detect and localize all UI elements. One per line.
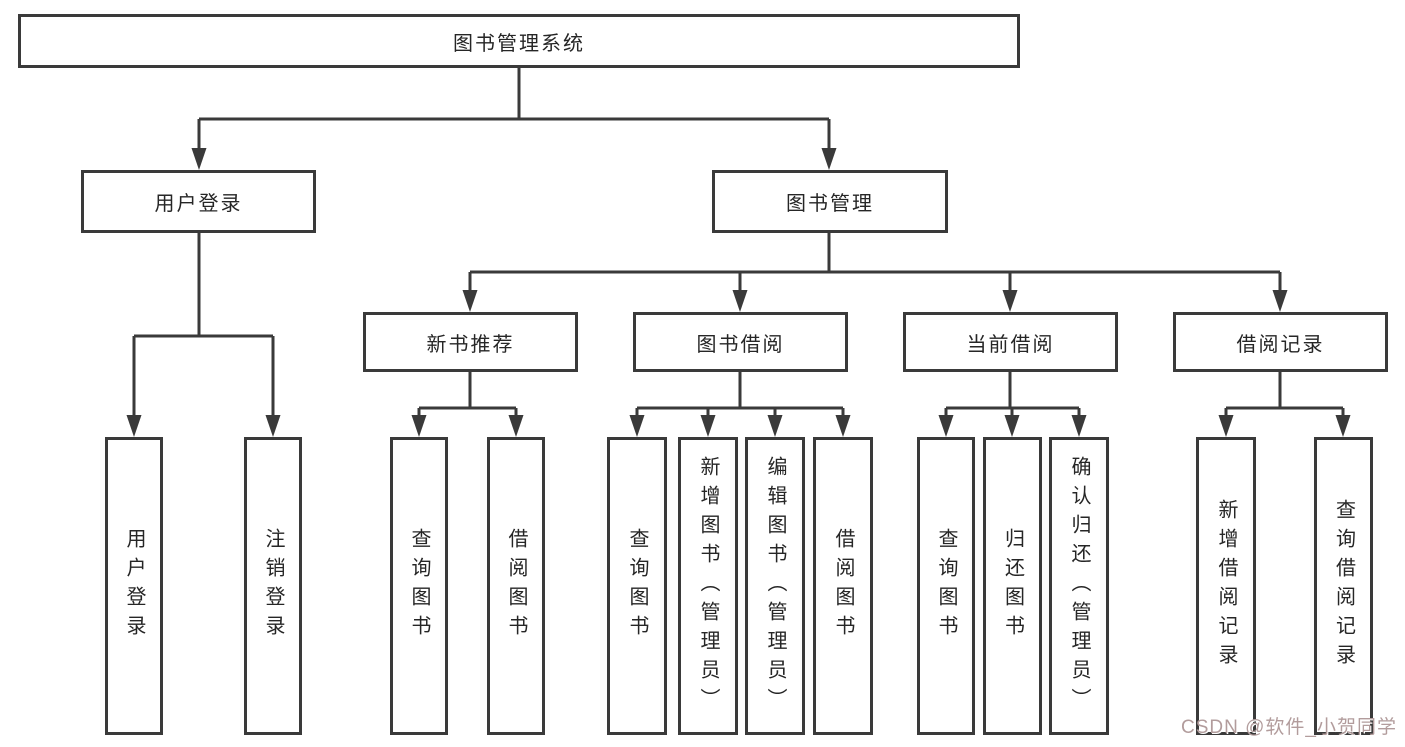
leaf-confirm-return-admin: 确认归还（管理员）: [1049, 437, 1109, 735]
leaf-borrow-books-recommend: 借阅图书: [487, 437, 545, 735]
node-current-borrowing: 当前借阅: [903, 312, 1118, 372]
leaf-return-books: 归还图书: [983, 437, 1042, 735]
node-user-login: 用户登录: [81, 170, 316, 233]
leaf-logout: 注销登录: [244, 437, 302, 735]
leaf-query-borrow-record: 查询借阅记录: [1314, 437, 1373, 735]
leaf-query-books-borrowing: 查询图书: [607, 437, 667, 735]
node-borrow-records: 借阅记录: [1173, 312, 1388, 372]
leaf-add-borrow-record: 新增借阅记录: [1196, 437, 1256, 735]
leaf-edit-books-admin: 编辑图书（管理员）: [745, 437, 805, 735]
leaf-add-books-admin: 新增图书（管理员）: [678, 437, 738, 735]
leaf-query-books-current: 查询图书: [917, 437, 975, 735]
leaf-query-books-recommend: 查询图书: [390, 437, 448, 735]
node-book-borrowing: 图书借阅: [633, 312, 848, 372]
leaf-borrow-books: 借阅图书: [813, 437, 873, 735]
node-book-management: 图书管理: [712, 170, 948, 233]
node-root-system: 图书管理系统: [18, 14, 1020, 68]
leaf-user-login: 用户登录: [105, 437, 163, 735]
node-new-book-recommend: 新书推荐: [363, 312, 578, 372]
